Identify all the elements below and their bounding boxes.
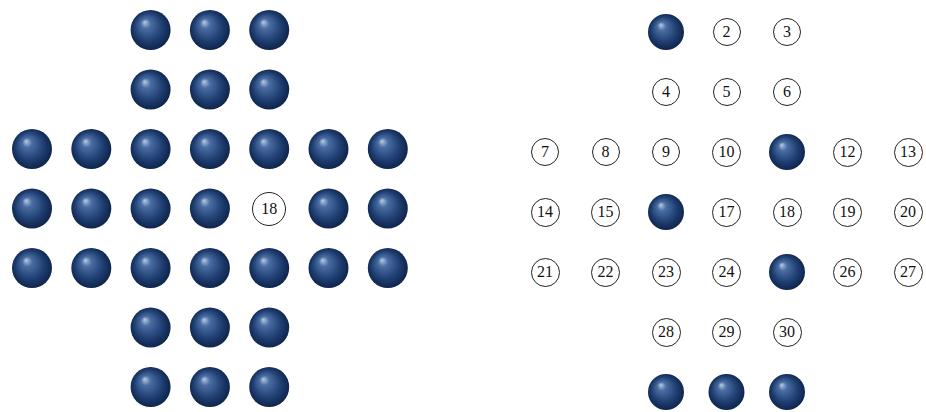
peg-ball — [12, 248, 52, 288]
hole-number-circle: 28 — [652, 318, 681, 347]
peg-ball — [249, 129, 289, 169]
peg-ball — [71, 248, 111, 288]
peg-ball — [249, 248, 289, 288]
hole-number-circle: 2 — [713, 18, 741, 46]
peg-ball — [648, 194, 684, 230]
peg-ball — [309, 189, 349, 229]
hole-number: 15 — [598, 204, 614, 220]
hole-number-circle: 14 — [531, 198, 560, 227]
hole-number: 3 — [783, 24, 791, 40]
peg-ball — [648, 14, 684, 50]
peg-ball — [190, 308, 230, 348]
hole-number-circle: 30 — [773, 318, 802, 347]
hole-number-circle: 18 — [252, 192, 286, 226]
hole-number-circle: 18 — [773, 198, 802, 227]
hole-number: 10 — [719, 144, 735, 160]
hole-number-circle: 20 — [894, 198, 923, 227]
peg-ball — [131, 367, 171, 407]
hole-number-circle: 7 — [531, 138, 559, 166]
hole-number: 14 — [537, 204, 553, 220]
hole-number-circle: 23 — [652, 258, 681, 287]
peg-ball — [309, 129, 349, 169]
hole-number: 30 — [779, 324, 795, 340]
peg-ball — [131, 70, 171, 110]
hole-number: 18 — [261, 201, 277, 217]
hole-number-circle: 6 — [773, 78, 801, 106]
hole-number: 22 — [598, 264, 614, 280]
hole-number: 5 — [723, 84, 731, 100]
peg-ball — [131, 189, 171, 229]
hole-number: 2 — [723, 24, 731, 40]
hole-number: 24 — [719, 264, 735, 280]
peg-ball — [648, 374, 684, 410]
hole-number-circle: 3 — [773, 18, 801, 46]
peg-ball — [309, 248, 349, 288]
hole-number-circle: 5 — [713, 78, 741, 106]
peg-ball — [190, 248, 230, 288]
hole-number: 7 — [541, 144, 549, 160]
peg-ball — [769, 134, 805, 170]
peg-ball — [769, 374, 805, 410]
hole-number-circle: 27 — [894, 258, 923, 287]
hole-number-circle: 26 — [833, 258, 862, 287]
hole-number: 21 — [537, 264, 553, 280]
peg-ball — [131, 129, 171, 169]
peg-ball — [249, 367, 289, 407]
hole-number-circle: 17 — [712, 198, 741, 227]
peg-ball — [131, 248, 171, 288]
hole-number: 9 — [662, 144, 670, 160]
hole-number-circle: 21 — [531, 258, 560, 287]
hole-number-circle: 13 — [894, 138, 923, 167]
hole-number: 26 — [840, 264, 856, 280]
hole-number: 4 — [662, 84, 670, 100]
hole-number-circle: 4 — [652, 78, 680, 106]
peg-ball — [368, 129, 408, 169]
hole-number-circle: 15 — [591, 198, 620, 227]
hole-number-circle: 22 — [591, 258, 620, 287]
hole-number: 18 — [779, 204, 795, 220]
hole-number: 19 — [840, 204, 856, 220]
peg-ball — [12, 129, 52, 169]
hole-number: 27 — [900, 264, 916, 280]
peg-ball — [12, 189, 52, 229]
peg-ball — [131, 10, 171, 50]
hole-number: 13 — [900, 144, 916, 160]
peg-ball — [249, 308, 289, 348]
peg-ball — [368, 189, 408, 229]
hole-number-circle: 29 — [712, 318, 741, 347]
peg-ball — [190, 189, 230, 229]
peg-ball — [190, 129, 230, 169]
peg-ball — [368, 248, 408, 288]
hole-number-circle: 19 — [833, 198, 862, 227]
hole-number: 23 — [658, 264, 674, 280]
peg-ball — [709, 374, 745, 410]
peg-ball — [190, 70, 230, 110]
hole-number-circle: 24 — [712, 258, 741, 287]
hole-number-circle: 12 — [833, 138, 862, 167]
peg-ball — [71, 129, 111, 169]
peg-ball — [249, 10, 289, 50]
peg-ball — [249, 70, 289, 110]
hole-number-circle: 10 — [712, 138, 741, 167]
hole-number: 17 — [719, 204, 735, 220]
peg-ball — [131, 308, 171, 348]
hole-number: 8 — [602, 144, 610, 160]
hole-number: 12 — [840, 144, 856, 160]
hole-number-circle: 8 — [592, 138, 620, 166]
hole-number: 6 — [783, 84, 791, 100]
peg-ball — [190, 367, 230, 407]
peg-ball — [190, 10, 230, 50]
hole-number: 28 — [658, 324, 674, 340]
hole-number: 20 — [900, 204, 916, 220]
peg-ball — [71, 189, 111, 229]
peg-ball — [769, 254, 805, 290]
hole-number-circle: 9 — [652, 138, 680, 166]
hole-number: 29 — [719, 324, 735, 340]
